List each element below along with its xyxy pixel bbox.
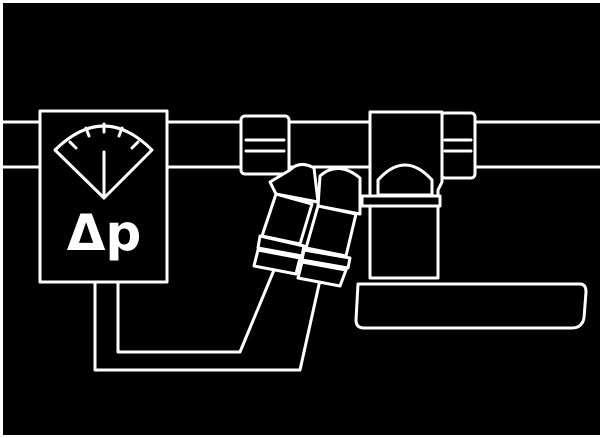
differential-pressure-gauge-icon: Δp	[38, 109, 169, 284]
impulse-line-inner	[116, 268, 276, 354]
union-nut-right-body	[439, 111, 477, 180]
union-nut-left-body	[239, 114, 291, 176]
tee-collar	[360, 194, 442, 208]
valve-2-ring	[300, 248, 352, 270]
gauge-tick	[117, 126, 124, 138]
measuring-valve-icon	[252, 163, 320, 276]
pipe-union-nut-icon	[239, 114, 291, 176]
valve-2-head	[316, 167, 362, 216]
gauge-label: Δp	[67, 204, 142, 262]
tee-fitting-icon	[354, 110, 588, 330]
gauge-tick	[68, 140, 78, 150]
impulse-line-outer	[93, 278, 322, 372]
gauge-dial	[53, 124, 154, 200]
tee-bore	[376, 163, 434, 197]
gauge-housing	[38, 109, 169, 284]
measuring-valve-icon	[296, 167, 362, 288]
gauge-tick	[84, 126, 91, 138]
impulse-lines	[93, 268, 322, 372]
valve-2-cap	[296, 260, 348, 288]
tee-branch-outlet	[354, 282, 588, 330]
pipe-union-nut-icon	[439, 111, 477, 180]
valve-1-cap	[252, 248, 302, 276]
gauge-tick	[130, 140, 140, 150]
